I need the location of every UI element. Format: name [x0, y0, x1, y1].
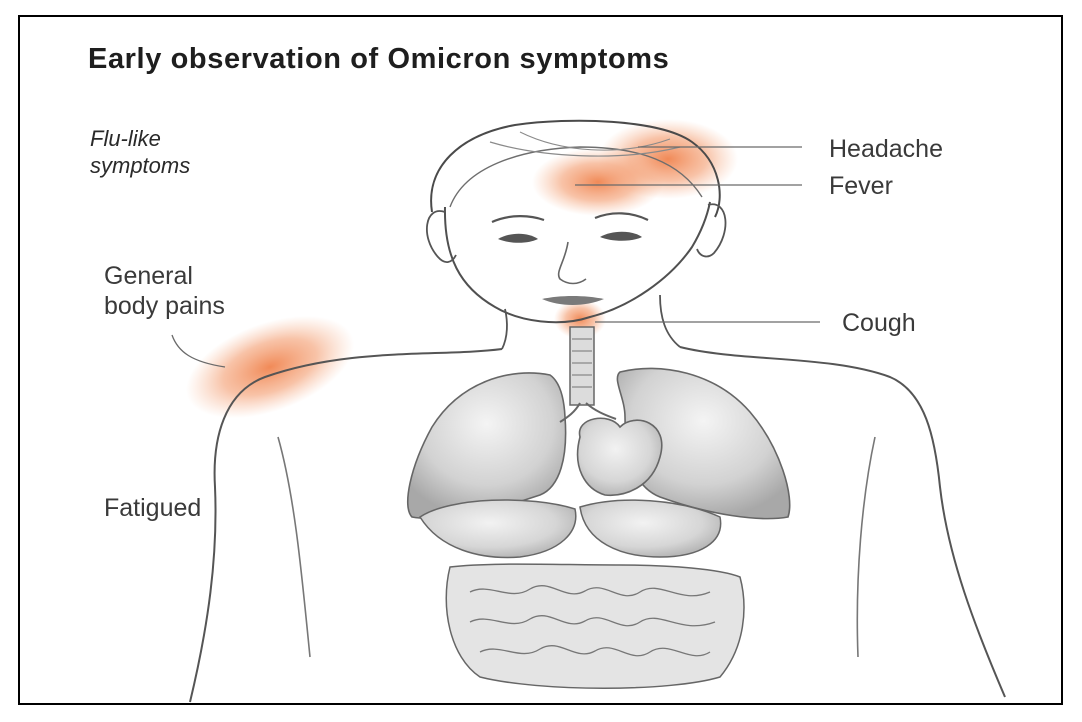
body-illustration [20, 17, 1063, 705]
flu-like-label-line-2: symptoms [90, 152, 190, 179]
figure-frame: Early observation of Omicron symptoms Fl… [18, 15, 1063, 705]
neck [502, 309, 507, 349]
flu-like-symptoms-label: Flu-like symptoms [90, 125, 190, 179]
liver [420, 500, 576, 558]
general-body-pains-label: General body pains [104, 261, 225, 321]
headache-label: Headache [829, 133, 943, 165]
cough-label: Cough [842, 307, 916, 339]
stomach [580, 500, 721, 557]
body-pains-label-line-1: General [104, 261, 225, 291]
fever-highlight [532, 148, 664, 216]
figure-title: Early observation of Omicron symptoms [88, 43, 669, 76]
flu-like-label-line-1: Flu-like [90, 125, 190, 152]
right-eye [600, 232, 642, 241]
fatigued-label: Fatigued [104, 492, 201, 524]
left-eye [498, 234, 538, 243]
left-lung [408, 373, 566, 518]
body-pains-label-line-2: body pains [104, 291, 225, 321]
fever-label: Fever [829, 170, 893, 202]
